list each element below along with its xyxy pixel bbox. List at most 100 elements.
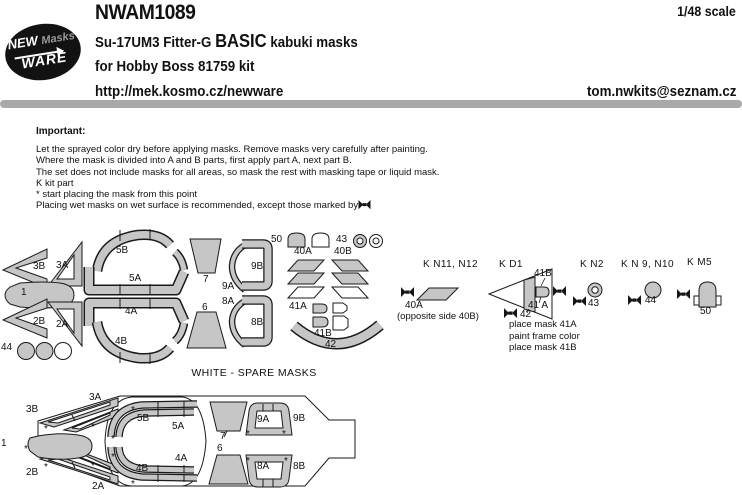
mask-label-7: 7 [203,274,209,285]
kit-line: for Hobby Boss 81759 kit [95,59,255,75]
svg-text:*: * [246,429,250,440]
svg-text:*: * [131,479,135,490]
panel-note-opposite-side: (opposite side 40B) [397,311,479,322]
important-line: Where the mask is divided into A and B p… [36,155,352,167]
mask-label-9A: 9A [222,281,235,292]
panel-label-44: 44 [645,295,657,306]
wet-mask-icon [358,200,371,210]
website-url: http://mek.kosmo.cz/newware [95,84,284,100]
svg-text:*: * [44,462,48,473]
mask-label-4B: 4B [115,336,128,347]
mask-label-1: 1 [21,287,27,298]
svg-text:*: * [91,422,95,433]
placed-label-8B: 8B [293,461,306,472]
placed-label-7: 7 [220,431,226,442]
logo-new: NEW [6,32,39,53]
placed-label-5B: 5B [137,413,150,424]
placed-label-3A: 3A [89,392,102,403]
placed-label-6: 6 [217,443,223,454]
placed-label-9B: 9B [293,413,306,424]
placed-label-8A: 8A [257,461,270,472]
spare-masks-title: WHITE - SPARE MASKS [191,367,317,379]
mask-shape-8A-strip [228,298,248,348]
mask-sheet-diagram [1,229,384,364]
logo-masks: Masks [40,29,76,48]
placed-mask-5A [115,408,195,438]
mask-shape-43-rings [353,234,383,248]
mask-shape-9B [242,239,273,291]
svg-text:*: * [282,429,286,440]
seam-ticks [71,401,228,482]
important-heading: Important: [36,126,86,137]
mask-label-40B: 40B [334,246,352,257]
product-code: NWAM1089 [95,1,196,24]
mask-label-41B: 41B [314,328,332,339]
mask-shape-50-domes [287,232,330,248]
mask-label-3B: 3B [33,261,46,272]
placed-mask-8B [245,454,293,488]
divider-bar [0,100,742,108]
subject-name: Su-17UM3 Fitter-G [95,35,216,51]
placed-label-4B: 4B [136,463,149,474]
panel-title-m5: K M5 [687,257,712,268]
mask-shape-41-pieces [312,302,349,331]
wheel-mask-44 [644,281,662,299]
panel-title-d1: K D1 [499,259,523,270]
placed-label-9A: 9A [257,414,270,425]
wet-mask-icon [628,295,641,306]
svg-text:*: * [111,452,115,463]
subject-suffix: kabuki masks [266,35,358,51]
nose-cone-drawing [487,268,553,320]
mask-label-6: 6 [202,302,208,313]
mask-label-42: 42 [325,339,337,350]
panel-label-40A: 40A [405,300,423,311]
seam-ticks [119,229,151,364]
panel-label-43: 43 [588,298,600,309]
scale-label: 1/48 scale [677,4,736,19]
mask-shape-9A-strip [228,242,248,293]
placed-mask-7 [209,401,248,432]
placed-label-1: 1 [1,438,7,449]
panel-label-41B: 41B [534,268,552,279]
important-line: Let the sprayed color dry before applyin… [36,144,428,155]
svg-text:*: * [131,405,135,416]
panel-note-paint-frame: paint frame color [509,330,580,342]
placed-mask-9B [245,402,293,436]
important-line: The set does not include masks for all a… [36,166,440,178]
placed-mask-6 [208,454,249,485]
mask-label-41A: 41A [289,301,307,312]
panel-note-place-41A: place mask 41A [509,319,577,330]
mask-label-8B: 8B [251,317,264,328]
mask-label-2A: 2A [56,319,69,330]
wet-mask-icon [677,289,690,300]
mask-label-44: 44 [1,342,13,353]
placed-label-4A: 4A [175,453,188,464]
svg-text:*: * [44,424,48,435]
svg-text:*: * [284,456,288,467]
placed-label-2B: 2B [26,467,39,478]
important-line: K kit part [36,177,74,189]
panel-title-n9-n10: K N 9, N10 [621,259,674,270]
mask-shape-2A [46,301,83,348]
mask-label-43: 43 [336,234,348,245]
placed-mask-4A [115,446,195,474]
light-mask-50 [693,281,722,308]
mask-shape-4B [91,320,189,364]
mask-shape-8B [242,295,273,347]
mask-shape-6 [186,311,227,349]
placed-mask-5B [107,400,198,438]
start-point-markers: * * * * * * * * * * * * * [24,405,288,490]
mask-shape-7 [189,238,222,274]
wheel-mask-43 [587,282,603,298]
mask-label-3A: 3A [56,260,69,271]
contact-email: tom.nwkits@seznam.cz [586,84,736,100]
mask-shape-40B-strips [330,259,370,299]
placed-label-3B: 3B [26,404,39,415]
subject-title: Su-17UM3 Fitter-G BASIC kabuki masks [95,31,358,52]
svg-text:*: * [246,456,250,467]
mask-label-2B: 2B [33,316,46,327]
placed-label-5A: 5A [172,421,185,432]
panel-note-place-41B: place mask 41B [509,342,577,353]
wet-mask-icon [504,308,517,319]
